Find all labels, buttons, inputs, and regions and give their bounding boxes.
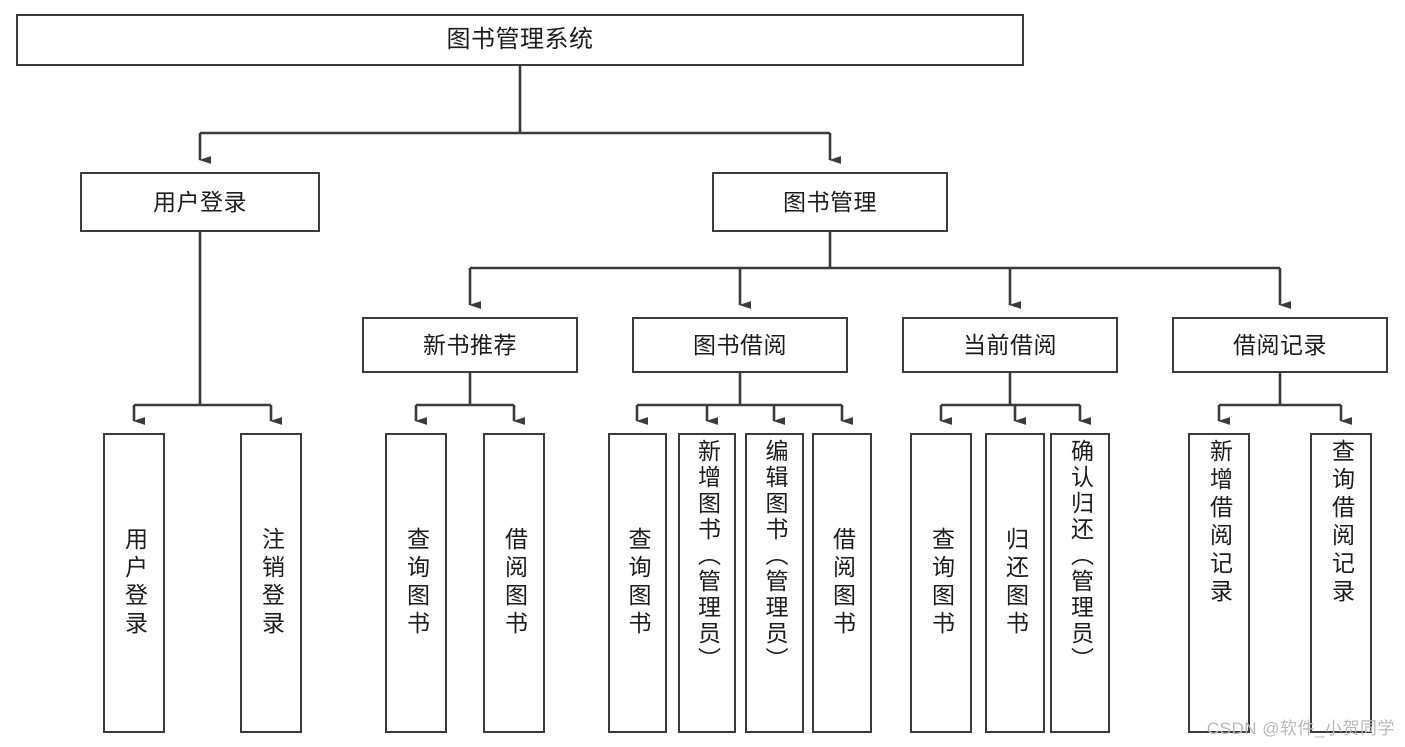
node-borrow-record-label: 借阅记录 xyxy=(1233,331,1327,358)
node-book-manage[interactable]: 图书管理 xyxy=(712,172,948,232)
leaf-leaf-borrow-book-2-label: 借阅图书 xyxy=(829,527,856,639)
leaf-leaf-query-book-3[interactable]: 查询图书 xyxy=(910,433,972,733)
node-current-borrow-label: 当前借阅 xyxy=(963,331,1057,358)
node-new-book-rec[interactable]: 新书推荐 xyxy=(362,317,578,373)
leaf-leaf-confirm-return[interactable]: 确认归还（管理员） xyxy=(1050,433,1110,733)
node-root[interactable]: 图书管理系统 xyxy=(16,14,1024,66)
leaf-leaf-query-book-2[interactable]: 查询图书 xyxy=(608,433,667,733)
node-new-book-rec-label: 新书推荐 xyxy=(423,331,517,358)
node-book-manage-label: 图书管理 xyxy=(783,188,877,215)
leaf-leaf-query-record-label: 查询借阅记录 xyxy=(1328,439,1355,607)
leaf-leaf-query-record[interactable]: 查询借阅记录 xyxy=(1310,433,1372,733)
leaf-leaf-add-record-label: 新增借阅记录 xyxy=(1206,439,1233,607)
leaf-leaf-user-login[interactable]: 用户登录 xyxy=(103,433,165,733)
leaf-leaf-query-book-3-label: 查询图书 xyxy=(928,527,955,639)
leaf-leaf-user-login-label: 用户登录 xyxy=(121,527,148,639)
leaf-leaf-edit-book[interactable]: 编辑图书（管理员） xyxy=(745,433,804,733)
node-root-label: 图书管理系统 xyxy=(446,26,594,54)
leaf-leaf-user-logout[interactable]: 注销登录 xyxy=(240,433,302,733)
leaf-leaf-return-book[interactable]: 归还图书 xyxy=(985,433,1045,733)
leaf-leaf-borrow-book-1[interactable]: 借阅图书 xyxy=(483,433,545,733)
node-user-login-label: 用户登录 xyxy=(153,188,247,215)
leaf-leaf-user-logout-label: 注销登录 xyxy=(258,527,285,639)
leaf-leaf-add-book[interactable]: 新增图书（管理员） xyxy=(678,433,736,733)
leaf-leaf-query-book-1-label: 查询图书 xyxy=(403,527,430,639)
leaf-leaf-confirm-return-label: 确认归还（管理员） xyxy=(1067,439,1094,673)
node-book-borrow[interactable]: 图书借阅 xyxy=(632,317,848,373)
leaf-leaf-add-book-label: 新增图书（管理员） xyxy=(694,439,721,673)
leaf-leaf-borrow-book-2[interactable]: 借阅图书 xyxy=(812,433,872,733)
leaf-leaf-borrow-book-1-label: 借阅图书 xyxy=(501,527,528,639)
leaf-leaf-edit-book-label: 编辑图书（管理员） xyxy=(762,439,788,673)
leaf-leaf-query-book-1[interactable]: 查询图书 xyxy=(385,433,447,733)
watermark: CSDN @软件_小贺同学 xyxy=(1206,719,1395,738)
node-user-login[interactable]: 用户登录 xyxy=(80,172,320,232)
node-book-borrow-label: 图书借阅 xyxy=(693,331,787,358)
leaf-leaf-query-book-2-label: 查询图书 xyxy=(625,527,651,639)
node-current-borrow[interactable]: 当前借阅 xyxy=(902,317,1118,373)
leaf-leaf-add-record[interactable]: 新增借阅记录 xyxy=(1188,433,1250,733)
node-borrow-record[interactable]: 借阅记录 xyxy=(1172,317,1388,373)
leaf-leaf-return-book-label: 归还图书 xyxy=(1002,527,1029,639)
